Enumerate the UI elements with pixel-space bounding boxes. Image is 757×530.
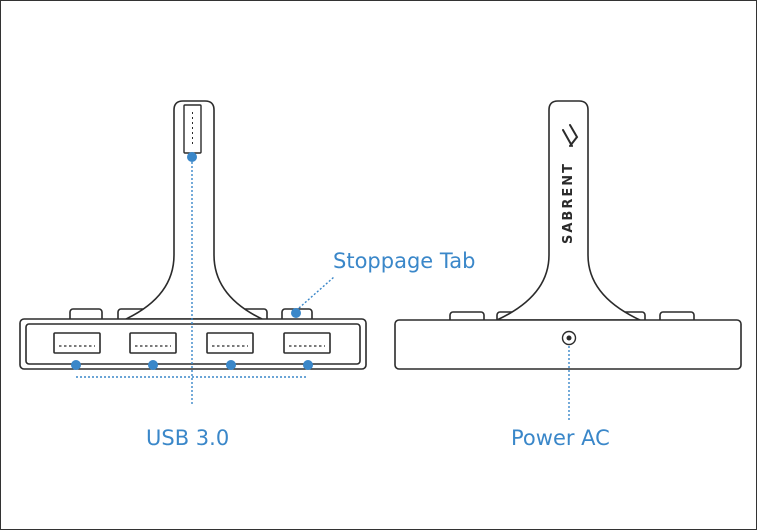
callout-dot-stem-usb [187,152,197,162]
usb-port-icon [130,333,176,353]
callout-dot-usb-2 [148,360,158,370]
callout-line-stoppage-tab [299,277,334,308]
callout-dot-usb-3 [226,360,236,370]
usb-port-icon [284,333,330,353]
callout-dot-usb-4 [303,360,313,370]
label-usb: USB 3.0 [146,426,229,450]
hub-front-view [20,101,366,369]
callout-dot-usb-1 [71,360,81,370]
label-stoppage-tab: Stoppage Tab [333,249,475,273]
usb-port-icon [207,333,253,353]
callout-dot-stoppage-tab [291,308,301,318]
logo-text: SABRENT [561,162,576,244]
power-jack-center [567,336,572,341]
label-power: Power AC [511,426,610,450]
usb-port-icon [54,333,100,353]
